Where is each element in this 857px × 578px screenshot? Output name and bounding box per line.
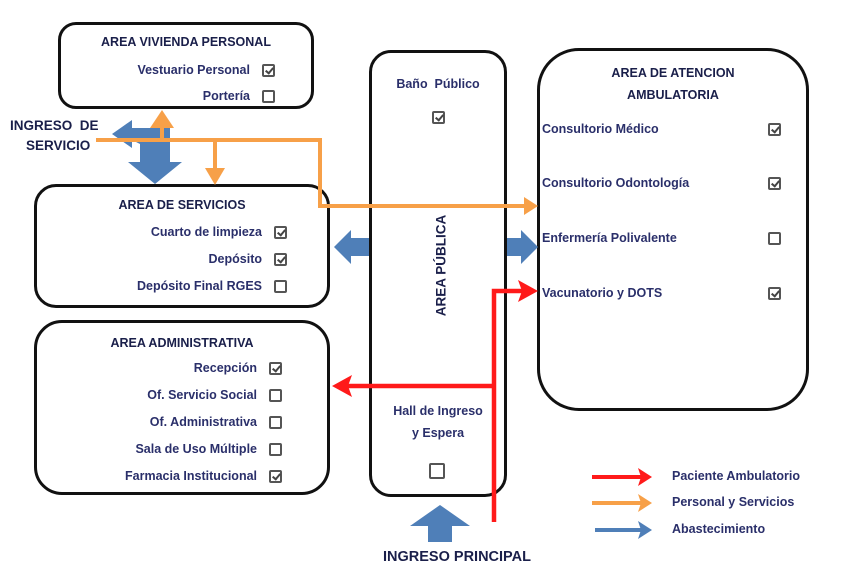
- area-servicios: AREA DE SERVICIOS Cuarto de limpieza Dep…: [34, 184, 330, 308]
- area-administrativa-title: AREA ADMINISTRATIVA: [110, 336, 254, 350]
- checkbox[interactable]: [274, 225, 287, 239]
- area-publica: Baño Público AREA PÚBLICA Hall de Ingres…: [369, 50, 507, 497]
- item-label: Sala de Uso Múltiple: [135, 442, 257, 456]
- ingreso-principal-label: INGRESO PRINCIPAL: [383, 549, 531, 565]
- list-item: Farmacia Institucional: [125, 469, 282, 483]
- area-servicios-title: AREA DE SERVICIOS: [118, 198, 246, 212]
- checkbox[interactable]: [768, 176, 781, 190]
- bano-publico-label: Baño Público: [396, 77, 480, 91]
- ingreso-servicio-line2: SERVICIO: [26, 138, 91, 153]
- item-label: Depósito Final RGES: [136, 279, 262, 293]
- legend-label: Paciente Ambulatorio: [672, 469, 801, 483]
- list-item: Vacunatorio y DOTS: [542, 286, 806, 300]
- list-item: Consultorio Médico: [542, 122, 806, 136]
- list-item: Of. Servicio Social: [147, 388, 282, 402]
- list-item: Enfermería Polivalente: [542, 231, 806, 245]
- supply-arrow-to-servicios: [334, 230, 369, 264]
- checkbox[interactable]: [768, 231, 781, 245]
- staff-arrowhead-ambulatoria: [524, 197, 538, 215]
- supply-arrow-to-ambulatoria: [507, 230, 538, 264]
- legend-arrows: [592, 468, 652, 539]
- item-label: Vacunatorio y DOTS: [542, 286, 663, 300]
- legend-item-abastecimiento: Abastecimiento: [672, 522, 765, 536]
- item-label: Depósito: [208, 252, 262, 266]
- item-label: Recepción: [193, 361, 257, 375]
- item-label: Farmacia Institucional: [125, 469, 257, 483]
- area-publica-title: AREA PÚBLICA: [433, 214, 449, 317]
- checkbox[interactable]: [262, 63, 275, 77]
- list-item: Depósito Final RGES: [137, 279, 287, 293]
- list-item: Cuarto de limpieza: [151, 225, 287, 239]
- hall-checkbox[interactable]: [429, 463, 445, 479]
- checkbox[interactable]: [262, 89, 275, 103]
- area-atencion-ambulatoria: AREA DE ATENCION AMBULATORIA Consultorio…: [537, 48, 809, 411]
- item-label: Portería: [202, 89, 250, 103]
- list-item: Recepción: [194, 361, 282, 375]
- bano-publico-checkbox[interactable]: [432, 111, 445, 124]
- ambulatoria-title-line1: AREA DE ATENCION: [611, 66, 735, 80]
- hall-label-line1: Hall de Ingreso: [393, 404, 483, 418]
- list-item: Depósito: [209, 252, 287, 266]
- supply-arrow-main-entrance: [410, 505, 470, 542]
- area-vivienda-personal: AREA VIVIENDA PERSONAL Vestuario Persona…: [58, 22, 314, 109]
- supply-arrow-service-left: [112, 120, 170, 148]
- checkbox[interactable]: [269, 388, 282, 402]
- legend-item-paciente: Paciente Ambulatorio: [672, 469, 800, 483]
- list-item: Sala de Uso Múltiple: [135, 442, 282, 456]
- item-label: Vestuario Personal: [137, 63, 250, 77]
- legend-label: Personal y Servicios: [672, 495, 795, 509]
- ambulatoria-title-line2: AMBULATORIA: [627, 88, 719, 102]
- item-label: Consultorio Médico: [542, 122, 659, 136]
- patient-arrowhead-ambulatoria: [518, 280, 538, 302]
- item-label: Enfermería Polivalente: [542, 231, 677, 245]
- list-item: Consultorio Odontología: [542, 176, 806, 190]
- supply-arrow-service-down: [128, 128, 182, 184]
- checkbox[interactable]: [269, 442, 282, 456]
- area-administrativa: AREA ADMINISTRATIVA Recepción Of. Servic…: [34, 320, 330, 495]
- list-item: Of. Administrativa: [150, 415, 282, 429]
- staff-arrowhead-vivienda: [150, 110, 174, 128]
- item-label: Consultorio Odontología: [542, 176, 690, 190]
- checkbox[interactable]: [269, 415, 282, 429]
- item-label: Of. Administrativa: [149, 415, 257, 429]
- ingreso-servicio-line1: INGRESO DE: [10, 118, 99, 133]
- patient-arrowhead-administrativa: [332, 375, 352, 397]
- item-label: Cuarto de limpieza: [150, 225, 262, 239]
- checkbox[interactable]: [269, 361, 282, 375]
- checkbox[interactable]: [274, 252, 287, 266]
- hall-label-line2: y Espera: [411, 426, 465, 440]
- checkbox[interactable]: [274, 279, 287, 293]
- staff-arrowhead-servicios: [205, 168, 225, 185]
- legend-item-personal: Personal y Servicios: [672, 495, 794, 509]
- checkbox[interactable]: [768, 122, 781, 136]
- item-label: Of. Servicio Social: [147, 388, 257, 402]
- checkbox[interactable]: [269, 469, 282, 483]
- list-item: Portería: [203, 89, 275, 103]
- checkbox[interactable]: [768, 286, 781, 300]
- list-item: Vestuario Personal: [137, 63, 275, 77]
- legend-label: Abastecimiento: [672, 522, 766, 536]
- area-vivienda-title: AREA VIVIENDA PERSONAL: [101, 35, 271, 49]
